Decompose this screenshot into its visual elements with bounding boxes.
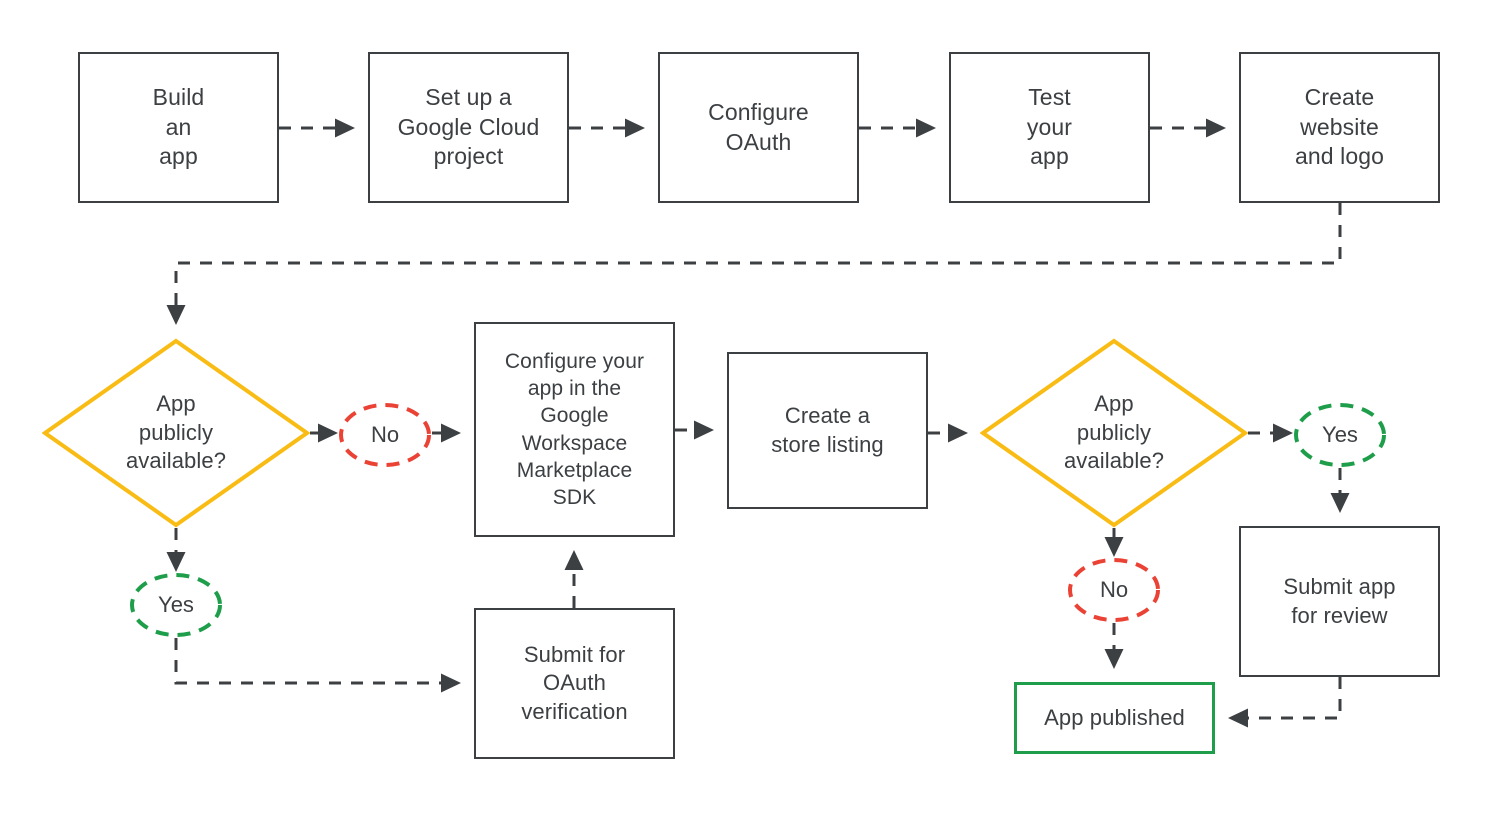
node-test-your-app[interactable]: Test your app xyxy=(949,52,1150,203)
pill-shape xyxy=(130,573,222,637)
arrowhead-icon xyxy=(335,118,355,138)
node-label: Set up a Google Cloud project xyxy=(397,83,540,170)
arrowhead-icon xyxy=(166,552,186,572)
arrowhead-icon xyxy=(916,118,936,138)
decision-app-publicly-available-2[interactable]: App publicly available? xyxy=(980,338,1248,528)
branch-label-yes-2: Yes xyxy=(1293,402,1387,468)
branch-label-no-2: No xyxy=(1067,557,1161,623)
decision-label: App publicly available? xyxy=(125,391,227,474)
arrowhead-icon xyxy=(166,305,186,325)
node-configure-app-sdk[interactable]: Configure your app in the Google Workspa… xyxy=(474,322,675,537)
arrowhead-icon xyxy=(1273,423,1293,443)
branch-label-text: No xyxy=(1099,577,1129,602)
edge-line xyxy=(174,638,441,685)
arrowhead-icon xyxy=(441,423,461,443)
arrowhead-icon xyxy=(564,550,584,570)
node-label: Configure your app in the Google Workspa… xyxy=(504,349,645,510)
node-create-store-listing[interactable]: Create a store listing xyxy=(727,352,928,509)
arrowhead-icon xyxy=(1330,493,1350,513)
pill-shape xyxy=(339,403,431,467)
arrowhead-icon xyxy=(1228,708,1248,728)
arrowhead-icon xyxy=(318,423,338,443)
edge-line xyxy=(174,203,1342,305)
pill-shape xyxy=(1294,403,1386,467)
decision-app-publicly-available-1[interactable]: App publicly available? xyxy=(42,338,310,528)
branch-label-text: No xyxy=(370,422,400,447)
node-configure-oauth[interactable]: Configure OAuth xyxy=(658,52,859,203)
node-label: Create website and logo xyxy=(1294,83,1385,170)
pill-shape xyxy=(1068,558,1160,622)
edge-line xyxy=(1248,677,1342,720)
decision-label: App publicly available? xyxy=(1063,391,1165,474)
node-label: Create a store listing xyxy=(771,402,884,457)
branch-label-no-1: No xyxy=(338,402,432,468)
branch-label-text: Yes xyxy=(1322,422,1358,447)
node-create-website-and-logo[interactable]: Create website and logo xyxy=(1239,52,1440,203)
node-label: Test your app xyxy=(1026,83,1073,170)
branch-label-yes-1: Yes xyxy=(129,572,223,638)
node-label: Submit for OAuth verification xyxy=(521,641,628,724)
node-submit-app-for-review[interactable]: Submit app for review xyxy=(1239,526,1440,677)
node-app-published[interactable]: App published xyxy=(1014,682,1215,754)
arrowhead-icon xyxy=(1104,649,1124,669)
diamond-shape xyxy=(980,338,1248,528)
arrowhead-icon xyxy=(441,673,461,693)
node-label: Build an app xyxy=(152,83,205,170)
arrowhead-icon xyxy=(948,423,968,443)
arrowhead-icon xyxy=(1104,537,1124,557)
node-label: App published xyxy=(1044,704,1185,730)
branch-label-text: Yes xyxy=(158,592,194,617)
arrowhead-icon xyxy=(625,118,645,138)
node-label: Configure OAuth xyxy=(708,98,809,155)
arrowhead-icon xyxy=(694,420,714,440)
node-set-up-gcp-project[interactable]: Set up a Google Cloud project xyxy=(368,52,569,203)
node-label: Submit app for review xyxy=(1283,573,1396,628)
arrowhead-icon xyxy=(1206,118,1226,138)
node-build-an-app[interactable]: Build an app xyxy=(78,52,279,203)
diamond-shape xyxy=(42,338,310,528)
node-submit-for-oauth-verification[interactable]: Submit for OAuth verification xyxy=(474,608,675,759)
